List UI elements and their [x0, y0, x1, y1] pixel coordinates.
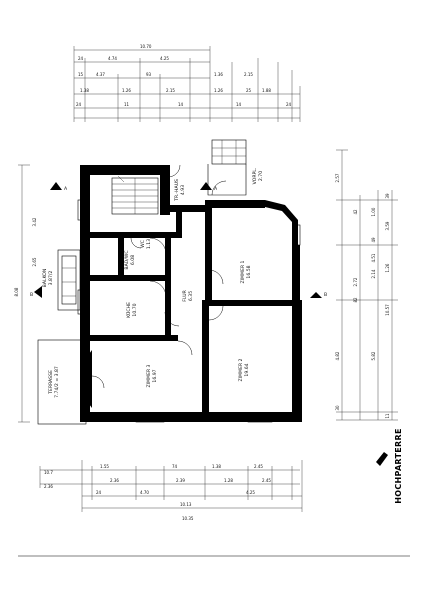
dim-right-label: 82	[353, 297, 358, 303]
dim-bottom-label: 2.36	[44, 484, 53, 489]
dim-right-label: 4.51	[371, 253, 376, 262]
dim-top-label: 24	[76, 102, 82, 107]
section-mark-a-left: A	[64, 186, 68, 192]
room-flur-area: 6.35	[188, 291, 194, 301]
section-mark-b-left: B	[30, 292, 33, 298]
dim-bottom-label: 74	[172, 464, 178, 469]
room-bad-name: BAD/WC	[124, 250, 130, 269]
dim-top-label: 15	[78, 72, 84, 77]
drawing-title: HOCHPARTERRE	[394, 428, 403, 504]
dim-left-label: 3.42	[32, 217, 37, 226]
entrance-porch	[207, 139, 247, 196]
room-wc-name: WC	[140, 240, 146, 248]
room-zimmer3-area: 16.97	[152, 369, 158, 382]
dim-bottom-label: 1.28	[224, 478, 233, 483]
dim-bottom-label: 2.45	[262, 478, 271, 483]
dim-bottom-label: 1.38	[212, 464, 221, 469]
dim-right-label: 30	[335, 405, 340, 411]
dim-bottom-label: 2.45	[254, 464, 263, 469]
right-dimension-chain: 2.57 4.82 2.72 30 42 5.82 10.57 4.51 2.1…	[335, 149, 398, 421]
left-dimension-chain: 8.08 3.42 2.65	[14, 164, 37, 423]
dim-top-label: 25	[246, 88, 252, 93]
section-mark-b-right: B	[324, 292, 327, 298]
room-zimmer1-name: ZIMMER 1	[240, 260, 246, 283]
room-terrasse-area: 7.74/2 = 3.87	[54, 366, 60, 398]
dim-bottom-label: 2.36	[110, 478, 119, 483]
dim-left-label: 2.65	[32, 257, 37, 266]
dim-top-label: 1.88	[262, 88, 271, 93]
dim-right-label: 2.57	[335, 173, 340, 182]
dim-right-label: 4.82	[335, 351, 340, 360]
dim-top-label: 1.38	[80, 88, 89, 93]
terrace-outline	[37, 339, 87, 425]
dim-top-label: 4.74	[108, 56, 117, 61]
staircase	[111, 175, 159, 215]
room-zimmer2-area: 19.64	[244, 363, 250, 376]
room-flur-name: FLUR	[182, 289, 188, 301]
dim-bottom-label: 24	[96, 490, 102, 495]
dim-right-label: 2.72	[353, 277, 358, 286]
pencil-icon	[376, 452, 388, 466]
dim-top-label: 4.25	[160, 56, 169, 61]
room-zimmer2-name: ZIMMER 2	[238, 358, 244, 381]
room-treppe-area: 4.93	[180, 185, 186, 195]
dim-bottom-label: 1.55	[100, 464, 109, 469]
dim-top-label: 1.26	[122, 88, 131, 93]
dim-top-label: 14	[236, 102, 242, 107]
dim-top-label: 1.36	[214, 72, 223, 77]
room-zimmer3-name: ZIMMER 3	[146, 364, 152, 387]
dim-right-label: 42	[353, 209, 358, 215]
bottom-dimension-chain: 10.7 1.55 74 1.38 2.45 2.36 2.36 2.39 1.…	[39, 460, 303, 521]
room-treppe-name: TR.-HAUS	[174, 179, 180, 202]
dim-top-label: 93	[146, 72, 152, 77]
room-labels: ZIMMER 1 16.58 ZIMMER 2 19.64 ZIMMER 3 1…	[42, 168, 264, 398]
dim-top-label: 14	[178, 102, 184, 107]
room-kueche-area: 10.70	[132, 303, 138, 316]
room-vorplatz-name: VORPL.	[252, 168, 258, 185]
dim-right-label: 10.57	[385, 304, 390, 316]
dim-bottom-label: 4.70	[140, 490, 149, 495]
plan-details	[37, 139, 301, 425]
room-balkon-name: BALKON	[42, 269, 48, 288]
dim-right-label: 2.14	[371, 269, 376, 278]
room-bad-area: 6.08	[130, 255, 136, 265]
room-wc-area: 1.13	[146, 239, 152, 249]
balcony-left	[57, 249, 81, 311]
room-terrasse-name: TERRASSE	[48, 370, 54, 395]
dim-right-label: 1.26	[385, 263, 390, 272]
dim-top-label: 11	[124, 102, 130, 107]
dim-top-overall: 10.70	[140, 44, 152, 49]
section-mark-a-right: A	[214, 186, 218, 192]
dim-bottom-label: 10.7	[44, 470, 53, 475]
dim-top-label: 2.15	[244, 72, 253, 77]
dim-top-label: 2.15	[166, 88, 175, 93]
dim-right-label: 1.00	[371, 207, 376, 216]
dim-bottom-total: 10.35	[182, 516, 194, 521]
room-zimmer1-area: 16.58	[246, 265, 252, 278]
title-block: HOCHPARTERRE	[376, 428, 403, 504]
dim-bottom-label: 4.25	[246, 490, 255, 495]
dim-right-label: 11	[385, 413, 390, 419]
room-balkon-area: 3.87/2	[48, 271, 54, 286]
dim-right-label: 3.59	[385, 221, 390, 230]
dim-right-label: 49	[371, 237, 376, 243]
dim-right-label: 39	[385, 193, 390, 199]
dim-top-label: 1.26	[214, 88, 223, 93]
dim-top-label: 4.37	[96, 72, 105, 77]
dim-top-label: 24	[286, 102, 292, 107]
section-marks: A A B B	[30, 182, 327, 298]
room-kueche-name: KÜCHE	[125, 302, 132, 318]
dim-bottom-overall: 10.13	[180, 502, 192, 507]
room-vorplatz-area: 2.70	[258, 171, 264, 181]
floor-plan	[80, 165, 302, 422]
top-dimension-chain: 10.70 24 4.74 4.25 15 4.37 93 1.36 2.15 …	[73, 44, 301, 122]
dim-left-label: 8.08	[14, 287, 19, 296]
dim-bottom-label: 2.39	[176, 478, 185, 483]
dim-top-label: 24	[78, 56, 84, 61]
dim-right-label: 5.82	[371, 351, 376, 360]
